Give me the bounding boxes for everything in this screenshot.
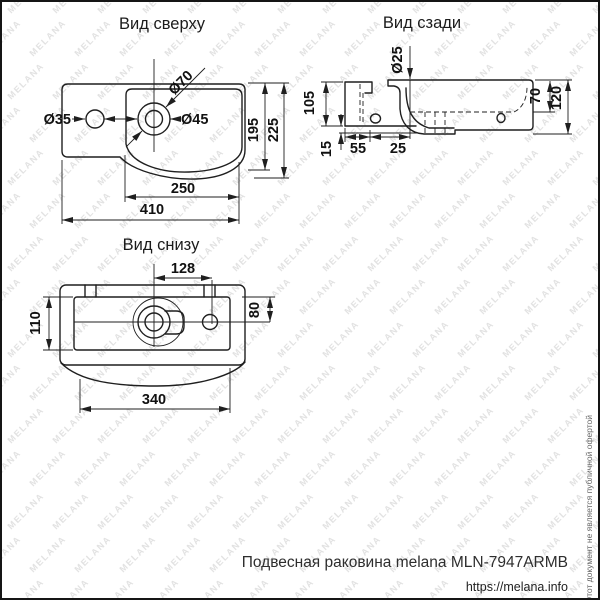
top-view-inner-bowl: [125, 88, 243, 173]
top-view-title: Вид сверху: [119, 15, 206, 33]
back-view-title: Вид сзади: [383, 14, 461, 32]
dim-15: 15: [319, 141, 335, 157]
drain-tab: [164, 310, 185, 335]
dim-110: 110: [28, 311, 44, 334]
watermark-text: MELANA: [0, 61, 1, 102]
dim-195: 195: [246, 118, 262, 142]
dim-70: 70: [528, 88, 544, 104]
dim-128: 128: [171, 261, 195, 277]
watermark-text: MELANA: [0, 233, 1, 274]
disclaimer-text: Этот документ не является публичной офер…: [584, 415, 594, 600]
dim-410: 410: [140, 202, 164, 218]
dim-250: 250: [171, 181, 195, 197]
back-view-drawing: [321, 46, 572, 150]
dim-105: 105: [302, 91, 318, 115]
bottom-front-bulge: [60, 361, 246, 387]
dim-d45: Ø45: [181, 112, 208, 128]
dim-225: 225: [266, 118, 282, 142]
faucet-hole: [85, 109, 105, 129]
back-view-dimension-labels: Ø25 105 15 55 25 70 120: [302, 46, 565, 157]
product-caption: Подвесная раковина melana MLN-7947ARMB: [242, 554, 568, 571]
watermark-text: MELANA: [0, 405, 1, 446]
body-mount-hole: [496, 112, 506, 124]
bottom-view-title: Вид снизу: [123, 236, 200, 254]
dim-d25: Ø25: [390, 46, 406, 73]
bracket-profile: [344, 81, 373, 127]
dim-340: 340: [142, 392, 166, 408]
bottom-view-dimension-labels: 128 110 80 340: [28, 261, 263, 408]
top-view-drawing: [61, 59, 289, 224]
bottom-outer-outline: [59, 284, 246, 366]
bottom-base-outline: [73, 296, 231, 351]
dim-80: 80: [247, 302, 263, 318]
dim-d70: Ø70: [166, 68, 197, 99]
website-link[interactable]: https://melana.info: [466, 580, 568, 594]
top-view-outer-rim: [61, 83, 246, 180]
top-view-dimension-labels: Ø35 Ø45 Ø70 195 225 250 410: [44, 68, 282, 218]
dim-55: 55: [350, 141, 366, 157]
bottom-view-drawing: [43, 264, 275, 413]
body-profile: [387, 79, 534, 135]
dim-25: 25: [390, 141, 406, 157]
watermark-text: MELANA: [0, 577, 1, 600]
watermark-text: MELANA: [0, 0, 1, 15]
dim-d35: Ø35: [44, 112, 71, 128]
watermark-text: MELANA: [0, 491, 1, 532]
watermark-text: MELANA: [0, 147, 1, 188]
dim-120: 120: [549, 86, 565, 110]
watermark-text: MELANA: [0, 319, 1, 360]
bowl-wall-curve: [405, 87, 455, 129]
bracket-mount-hole: [369, 113, 382, 124]
drain-inner-circle: [144, 109, 164, 129]
